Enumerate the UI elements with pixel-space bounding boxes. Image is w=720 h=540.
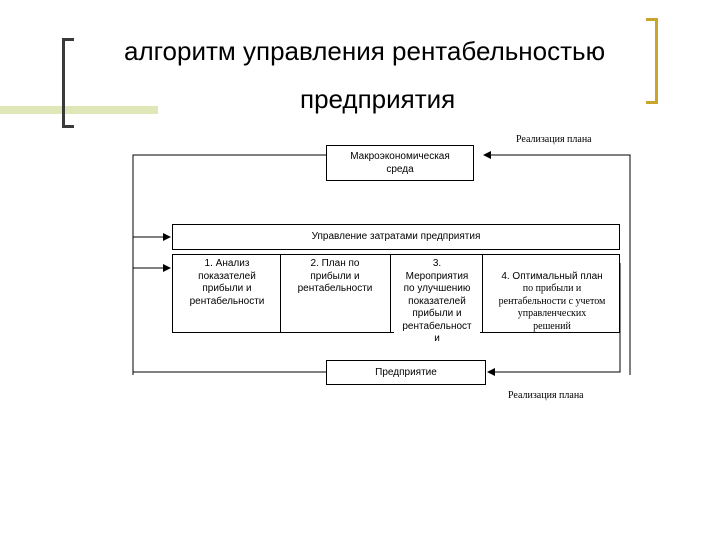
cost-management-box: Управление затратами предприятия (172, 224, 620, 250)
step-4-details: по прибыли и рентабельности с учетом упр… (498, 283, 606, 332)
right-bracket-decoration (646, 18, 658, 104)
accent-bar (0, 106, 158, 114)
step-4-title: 4. Оптимальный план (501, 270, 603, 282)
step-1-analysis: 1. Анализ показателей прибыли и рентабел… (189, 258, 265, 307)
slide-title-line1: алгоритм управления рентабельностью (124, 36, 606, 66)
step-4-optimal-plan: 4. Оптимальный план по прибыли и рентабе… (484, 258, 620, 346)
divider-2 (390, 254, 391, 333)
macro-environment-box: Макроэкономическая среда (326, 145, 474, 181)
divider-3 (482, 254, 483, 333)
step-3-measures: 3. Мероприятия по улучшению показателей … (394, 258, 480, 346)
step-2-plan: 2. План по прибыли и рентабельности (297, 258, 373, 294)
divider-1 (280, 254, 281, 333)
feedback-arrow-bottom (487, 263, 621, 376)
left-bracket-decoration (62, 38, 74, 128)
slide-title-line2: предприятия (300, 84, 456, 114)
left-loop-line (132, 154, 326, 375)
note-plan-bottom: Реализация плана (508, 390, 584, 401)
enterprise-box: Предприятие (326, 360, 486, 385)
note-plan-top: Реализация плана (516, 134, 592, 145)
feedback-arrow-top (483, 151, 631, 230)
